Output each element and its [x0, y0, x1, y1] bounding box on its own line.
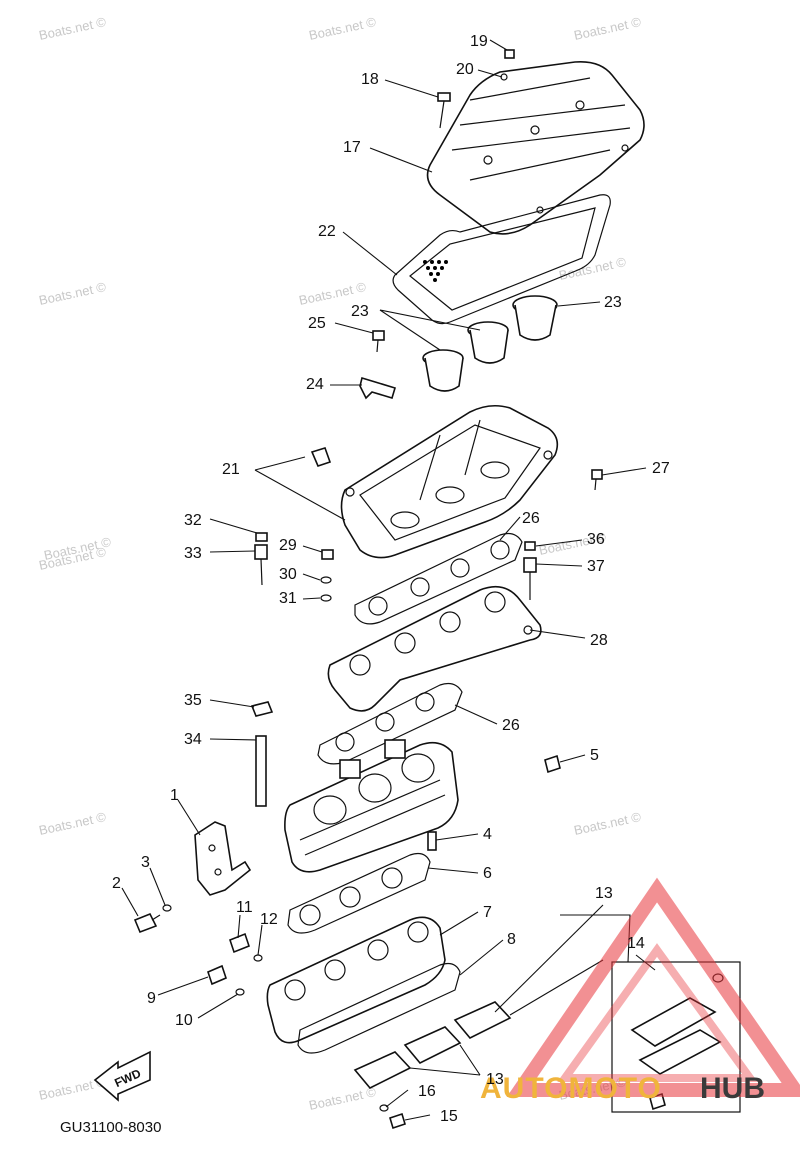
bracket-clip: [359, 376, 396, 400]
callout-c9: 9: [147, 990, 156, 1007]
callout-c36: 36: [587, 531, 605, 548]
callout-c31: 31: [279, 590, 297, 607]
callout-c2: 2: [112, 875, 121, 892]
watermark-text: Boats.net ©: [308, 1084, 378, 1113]
callout-c23a: 23: [351, 303, 369, 320]
callout-c33: 33: [184, 545, 202, 562]
callout-c13b: 13: [486, 1071, 504, 1088]
bolts-9-11: [207, 932, 263, 996]
reed-valve-gasket: [297, 962, 461, 1054]
reed-detail-box: [611, 961, 741, 1113]
diagram-code: GU31100-8030: [60, 1119, 161, 1136]
callout-c29: 29: [279, 537, 297, 554]
callout-c10: 10: [175, 1012, 193, 1029]
small-screw: [504, 49, 515, 59]
callout-c11: 11: [236, 899, 253, 916]
callout-c28: 28: [590, 632, 608, 649]
callout-c15: 15: [440, 1108, 458, 1125]
screws-15-16: [379, 1104, 406, 1130]
callout-c14: 14: [627, 935, 645, 952]
callout-c30: 30: [279, 566, 297, 583]
automotohub-logo: AUTOMOTO HUB: [480, 877, 800, 1105]
callout-c27: 27: [652, 460, 670, 477]
intake-silencer-cover: [426, 60, 645, 235]
callout-c12: 12: [260, 911, 278, 928]
callout-c26b: 26: [502, 717, 520, 734]
logo-text-hub: HUB: [700, 1072, 765, 1105]
callout-c8: 8: [507, 931, 516, 948]
gasket-26-upper: [354, 532, 523, 625]
hose-fitting: [310, 447, 332, 467]
watermark-text: Boats.net ©: [38, 279, 108, 308]
intake-manifold: [266, 916, 446, 1044]
carburetor-assembly: [284, 739, 459, 873]
callout-c6: 6: [483, 865, 492, 882]
silencer-case: [340, 404, 559, 559]
callout-c5: 5: [590, 747, 599, 764]
callout-c21: 21: [222, 461, 240, 478]
callout-c26a: 26: [522, 510, 540, 527]
leader-lines: [121, 39, 656, 1121]
cover-gasket: [392, 194, 611, 325]
callout-c3: 3: [141, 854, 150, 871]
gasket-dot-pattern: [423, 260, 448, 282]
callout-c35: 35: [184, 692, 202, 709]
logo-text-auto: AUTOMOTO: [480, 1072, 662, 1105]
intake-adapter-plate: [327, 585, 542, 712]
gasket-6: [287, 852, 431, 934]
callout-c7: 7: [483, 904, 492, 921]
callout-c23b: 23: [604, 294, 622, 311]
throttle-bracket: [194, 821, 252, 896]
callout-c13a: 13: [595, 885, 613, 902]
callout-c19: 19: [470, 33, 488, 50]
screw-27: [591, 469, 603, 491]
watermark-text: Boats.net ©: [573, 809, 643, 838]
screw-25: [372, 330, 385, 353]
callout-c16: 16: [418, 1083, 436, 1100]
callout-c25: 25: [308, 315, 326, 332]
callout-c22: 22: [318, 223, 336, 240]
callout-c32: 32: [184, 512, 202, 529]
callout-c1: 1: [170, 787, 179, 804]
gasket-26-lower: [317, 682, 463, 765]
washer-3: [162, 904, 172, 912]
callout-c18: 18: [361, 71, 379, 88]
callout-c4: 4: [483, 826, 492, 843]
callout-c37: 37: [587, 558, 605, 575]
callout-c34: 34: [184, 731, 202, 748]
watermark-text: Boats.net ©: [38, 809, 108, 838]
intake-funnels: [422, 295, 558, 392]
callout-c20: 20: [456, 61, 474, 78]
callout-labels: 1234567891011121313141516171819202122232…: [112, 33, 670, 1125]
watermark-text: Boats.net ©: [573, 14, 643, 43]
forward-arrow: FWD: [93, 1050, 151, 1102]
stud-4: [427, 831, 437, 851]
cover-bolt: [437, 92, 451, 129]
callout-c17: 17: [343, 139, 361, 156]
bolt-2: [133, 912, 161, 934]
callout-c24: 24: [306, 376, 324, 393]
stud-bolts: [250, 532, 561, 807]
watermark-text: Boats.net ©: [308, 14, 378, 43]
watermark-text: Boats.net ©: [38, 14, 108, 43]
